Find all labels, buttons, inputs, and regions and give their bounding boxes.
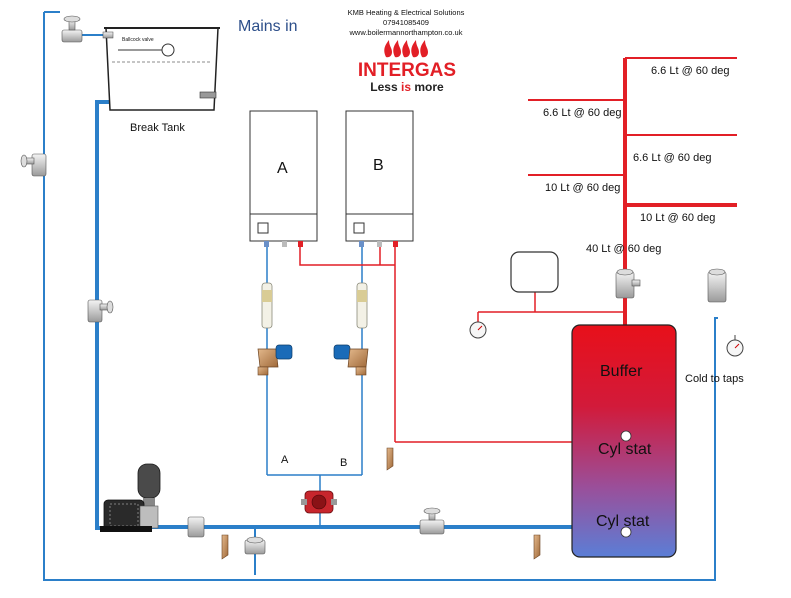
ballcock-valve-label: Ballcock valve <box>122 37 154 43</box>
outlet-label-3: 6.6 Lt @ 60 deg <box>633 152 711 164</box>
flow-b-label: B <box>340 457 347 469</box>
isolation-valve-cold-branch[interactable] <box>244 536 266 555</box>
boiler-b-display <box>353 222 365 234</box>
inline-filter-a <box>261 282 273 329</box>
cyl-stat-lower-label: Cyl stat <box>596 513 650 530</box>
flame-icon <box>384 40 428 58</box>
outlet-label-1: 6.6 Lt @ 60 deg <box>651 65 729 77</box>
cyl-stat-upper-label: Cyl stat <box>598 441 652 458</box>
outlet-label-2: 6.6 Lt @ 60 deg <box>543 107 621 119</box>
mains-loop-pipe <box>43 12 718 581</box>
outlet-label-6: 40 Lt @ 60 deg <box>586 243 661 255</box>
boiler-a-label: A <box>277 160 288 177</box>
company-name: KMB Heating & Electrical Solutions <box>348 8 465 17</box>
tank-inlet-fitting <box>102 31 114 39</box>
isolation-valve-cold-to-taps[interactable] <box>707 268 727 303</box>
booster-pump[interactable] <box>100 463 161 532</box>
pressure-gauge-cold <box>726 335 744 357</box>
drain-cock-boiler[interactable] <box>386 447 394 471</box>
break-tank: Ballcock valve Break Tank <box>102 27 220 134</box>
drain-cock-pump[interactable] <box>221 534 229 560</box>
company-web: www.boilermannorthampton.co.uk <box>349 28 463 37</box>
brand-tagline: Less is more <box>370 80 444 94</box>
boiler-b: B <box>345 110 414 247</box>
isolation-valve-mains[interactable] <box>61 15 83 43</box>
brand-name: INTERGAS <box>358 60 456 81</box>
motorised-valve-b[interactable] <box>333 344 369 376</box>
intergas-logo: INTERGAS Less is more <box>358 40 456 94</box>
isolation-valve-hot-riser[interactable] <box>615 268 641 299</box>
company-block: KMB Heating & Electrical Solutions 07941… <box>348 8 465 37</box>
hot-pipework <box>299 57 737 443</box>
cyl-stat-lower-sensor <box>620 526 632 538</box>
cyl-stat-upper-sensor <box>620 430 632 442</box>
outlet-label-4: 10 Lt @ 60 deg <box>545 182 620 194</box>
boiler-a-flow-pipe <box>299 245 395 266</box>
outlet-label-5: 10 Lt @ 60 deg <box>640 212 715 224</box>
isolation-valve-left-upper[interactable] <box>20 153 47 177</box>
break-tank-label: Break Tank <box>130 122 185 134</box>
float-ball <box>161 43 175 57</box>
buffer-label: Buffer <box>600 363 643 380</box>
inline-filter-b <box>356 282 368 329</box>
boiler-a: A <box>249 110 318 247</box>
drain-cock-cylinder[interactable] <box>533 534 541 560</box>
flow-a-label: A <box>281 454 289 466</box>
isolation-valve-pump-outlet[interactable] <box>187 516 205 538</box>
expansion-vessel <box>510 251 559 293</box>
cold-to-taps-label: Cold to taps <box>685 373 744 385</box>
motorised-valve-a[interactable] <box>257 344 293 376</box>
company-phone: 07941085409 <box>383 18 429 27</box>
isolation-valve-left-lower[interactable] <box>87 299 114 323</box>
pressure-gauge-hot <box>469 321 487 339</box>
tank-overflow <box>199 91 217 99</box>
boiler-b-label: B <box>373 157 384 174</box>
circulator-pump[interactable] <box>301 490 337 514</box>
pressure-vessel <box>137 463 161 499</box>
isolation-valve-cylinder-feed[interactable] <box>419 507 445 535</box>
buffer-cylinder: Buffer Cyl stat Cyl stat <box>571 324 677 558</box>
mains-in-label: Mains in <box>238 18 298 35</box>
boiler-a-display <box>257 222 269 234</box>
